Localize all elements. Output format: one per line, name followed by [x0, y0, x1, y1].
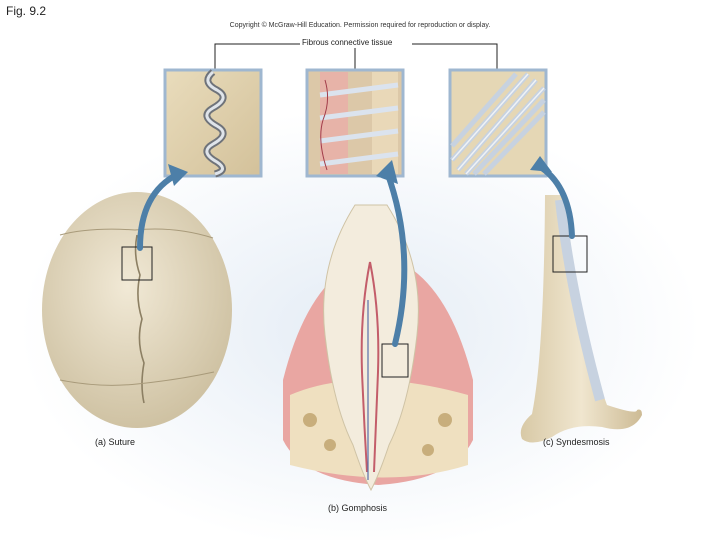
- arrowhead-suture: [168, 164, 188, 186]
- caption-gomphosis: (b) Gomphosis: [328, 503, 388, 513]
- zoom-arrows: [137, 165, 575, 347]
- arrow-heads: [168, 156, 552, 186]
- arrow-to-gomphosis-inset: [384, 169, 408, 347]
- caption-syndesmosis: (c) Syndesmosis: [543, 437, 610, 447]
- copyright-notice: Copyright © McGraw-Hill Education. Permi…: [229, 22, 491, 29]
- skull-illustration: [42, 192, 232, 428]
- arrowhead-gomphosis: [376, 160, 398, 184]
- inset-gomphosis: [305, 68, 405, 178]
- tooth-illustration: [283, 204, 473, 492]
- fibrous-connective-tissue-label: Fibrous connective tissue: [300, 38, 395, 47]
- figure-label: Fig. 9.2: [6, 4, 47, 18]
- arrow-to-suture-inset: [137, 171, 181, 251]
- inset-suture: [163, 68, 263, 178]
- suture-marker-box: [121, 246, 153, 281]
- caption-suture: (a) Suture: [95, 437, 136, 447]
- arrowhead-syndesmosis: [530, 156, 552, 172]
- arrow-to-syndesmosis-inset: [539, 165, 575, 239]
- inset-syndesmosis: [448, 68, 548, 178]
